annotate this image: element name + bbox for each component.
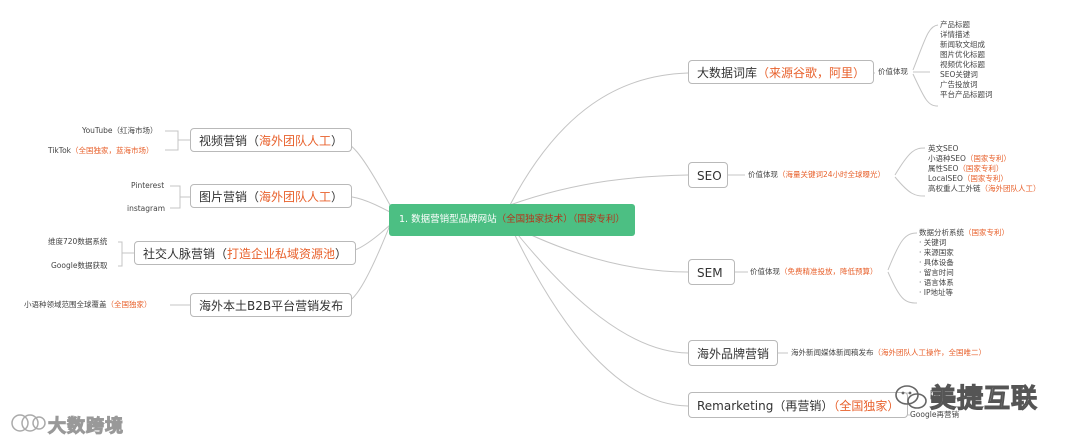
leaf-device: · 具体设备	[919, 258, 954, 267]
bigdata-label: 大数据词库	[697, 66, 758, 80]
seo-value-highlight: （海量关键词24小时全球曝光）	[778, 170, 886, 179]
image-end: ）	[331, 190, 344, 204]
node-bigdata-lexicon: 大数据词库（来源谷歌，阿里）	[688, 60, 875, 84]
image-label: 图片营销（	[199, 190, 260, 204]
leaf-minor-seo-label: 小语种SEO	[928, 154, 966, 163]
leaf-image-title: 图片优化标题	[940, 50, 985, 59]
seo-label: SEO	[697, 169, 722, 183]
leaf-keywords: · 关键词	[919, 238, 947, 247]
leaf-bo: bo...	[930, 389, 947, 398]
bigdata-highlight: （来源谷歌，阿里）	[757, 66, 866, 80]
leaf-minor-languages-highlight: （全国独家）	[106, 300, 152, 309]
leaf-platform-title: 平台产品标题词	[940, 90, 993, 99]
image-highlight: 海外团队人工	[259, 190, 332, 204]
leaf-pinterest: Pinterest	[131, 181, 165, 190]
node-b2b-publishing: 海外本土B2B平台营销发布	[190, 293, 353, 317]
leaf-source-country: · 来源国家	[919, 248, 954, 257]
leaf-tiktok-label: TikTok	[48, 146, 72, 155]
leaf-local-seo: LocalSEO（国家专利）	[928, 174, 1041, 184]
leaf-720-system: 维度720数据系统	[48, 237, 108, 246]
leaf-seo-keywords: SEO关键词	[940, 70, 978, 79]
node-sem: SEM	[688, 259, 735, 285]
b2b-label: 海外本土B2B平台营销发布	[199, 299, 344, 313]
social-highlight: 打造企业私域资源池	[227, 247, 336, 261]
leaf-instagram: instagram	[127, 204, 166, 213]
leaf-ip: · IP地址等	[919, 288, 954, 297]
leaf-minor-seo: 小语种SEO（国家专利）	[928, 154, 1041, 164]
leaf-analysis-system-label: 数据分析系统	[919, 228, 964, 237]
root-badge-patent: （国家专利）	[572, 214, 625, 225]
bigdata-leaves: 产品标题 详情描述 新闻软文组成 图片优化标题 视频优化标题 SEO关键词 广告…	[940, 20, 993, 100]
leaf-ad-keywords: 广告投放词	[940, 80, 978, 89]
node-image-marketing: 图片营销（海外团队人工）	[190, 184, 353, 208]
social-label: 社交人脉营销（	[143, 247, 228, 261]
leaf-backlinks: 高权重人工外链（海外团队人工）	[928, 184, 1041, 194]
leaf-english-seo-label: 英文SEO	[928, 144, 959, 153]
leaf-attr-seo-highlight: （国家专利）	[958, 164, 1004, 173]
leaf-video-title: 视频优化标题	[940, 60, 985, 69]
remarketing-highlight: （全国独家）	[833, 399, 900, 413]
node-remarketing: Remarketing（再营销）（全国独家）	[688, 392, 909, 418]
watermark-right-text: 美捷互联	[929, 384, 1039, 415]
node-video-marketing: 视频营销（海外团队人工）	[190, 128, 353, 152]
bigdata-value-label: 价值体现	[878, 67, 908, 76]
leaf-detail-desc: 详情描述	[940, 30, 970, 39]
social-end: ）	[335, 247, 348, 261]
leaf-news-article: 新闻软文组成	[940, 40, 985, 49]
leaf-local-seo-label: LocalSEO	[928, 174, 963, 183]
video-end: ）	[331, 134, 344, 148]
wechat-icon	[895, 385, 927, 409]
video-label: 视频营销（	[199, 134, 260, 148]
leaf-google-remarketing: Google再营销	[910, 410, 959, 419]
node-brand-marketing: 海外品牌营销	[688, 340, 779, 366]
sem-value-label: 价值体现	[750, 267, 780, 276]
leaf-minor-languages: 小语种领域范围全球覆盖（全国独家）	[24, 300, 152, 310]
leaf-local-seo-highlight: （国家专利）	[962, 174, 1008, 183]
brand-value-highlight: （海外团队人工操作，全国唯二）	[873, 348, 987, 357]
leaf-backlinks-label: 高权重人工外链	[928, 184, 981, 193]
leaf-analysis-system: 数据分析系统（国家专利）	[919, 228, 1009, 238]
leaf-analysis-system-highlight: （国家专利）	[964, 228, 1009, 237]
leaf-tiktok: TikTok（全国独家，蓝海市场）	[48, 146, 154, 156]
leaf-attr-seo-label: 属性SEO	[928, 164, 959, 173]
leaf-language: · 语言体系	[919, 278, 954, 287]
watermark-right	[893, 382, 929, 416]
seo-value: 价值体现（海量关键词24小时全球曝光）	[748, 170, 885, 180]
leaf-google-data: Google数据获取	[51, 261, 108, 270]
seo-value-label: 价值体现	[748, 170, 778, 179]
node-social-marketing: 社交人脉营销（打造企业私域资源池）	[134, 241, 357, 265]
watermark-logo-icon	[11, 414, 46, 432]
leaf-minor-seo-highlight: （国家专利）	[965, 154, 1011, 163]
leaf-minor-languages-label: 小语种领域范围全球覆盖	[24, 300, 107, 309]
watermark-left	[8, 410, 46, 440]
leaf-english-seo: 英文SEO	[928, 144, 1041, 154]
brand-value-label: 海外新闻媒体新闻稿发布	[791, 348, 874, 357]
sem-leaves: 数据分析系统（国家专利） · 关键词 · 来源国家 · 具体设备 · 留言时间 …	[919, 228, 1009, 298]
root-label: 1. 数据营销型品牌网站	[399, 214, 497, 225]
brand-value: 海外新闻媒体新闻稿发布（海外团队人工操作，全国唯二）	[791, 348, 986, 358]
leaf-product-title: 产品标题	[940, 20, 970, 29]
node-seo: SEO	[688, 162, 728, 188]
leaf-youtube: YouTube（红海市场）	[82, 126, 158, 135]
remarketing-label: Remarketing（再营销）	[697, 399, 834, 413]
root-badge-tech: （全国独家技术）	[496, 214, 573, 225]
leaf-backlinks-highlight: （海外团队人工）	[980, 184, 1041, 193]
watermark-left-text: 大数跨境	[48, 416, 124, 438]
brand-label: 海外品牌营销	[697, 347, 770, 361]
sem-label: SEM	[697, 266, 723, 280]
video-highlight: 海外团队人工	[259, 134, 332, 148]
leaf-message-time: · 留言时间	[919, 268, 954, 277]
sem-value-highlight: （免费精准投放，降低预算）	[780, 267, 878, 276]
leaf-attr-seo: 属性SEO（国家专利）	[928, 164, 1041, 174]
sem-value: 价值体现（免费精准投放，降低预算）	[750, 267, 878, 277]
root-node: 1. 数据营销型品牌网站（全国独家技术）（国家专利）	[389, 204, 635, 236]
leaf-tiktok-highlight: （全国独家，蓝海市场）	[71, 146, 154, 155]
seo-leaves: 英文SEO 小语种SEO（国家专利） 属性SEO（国家专利） LocalSEO（…	[928, 144, 1041, 194]
